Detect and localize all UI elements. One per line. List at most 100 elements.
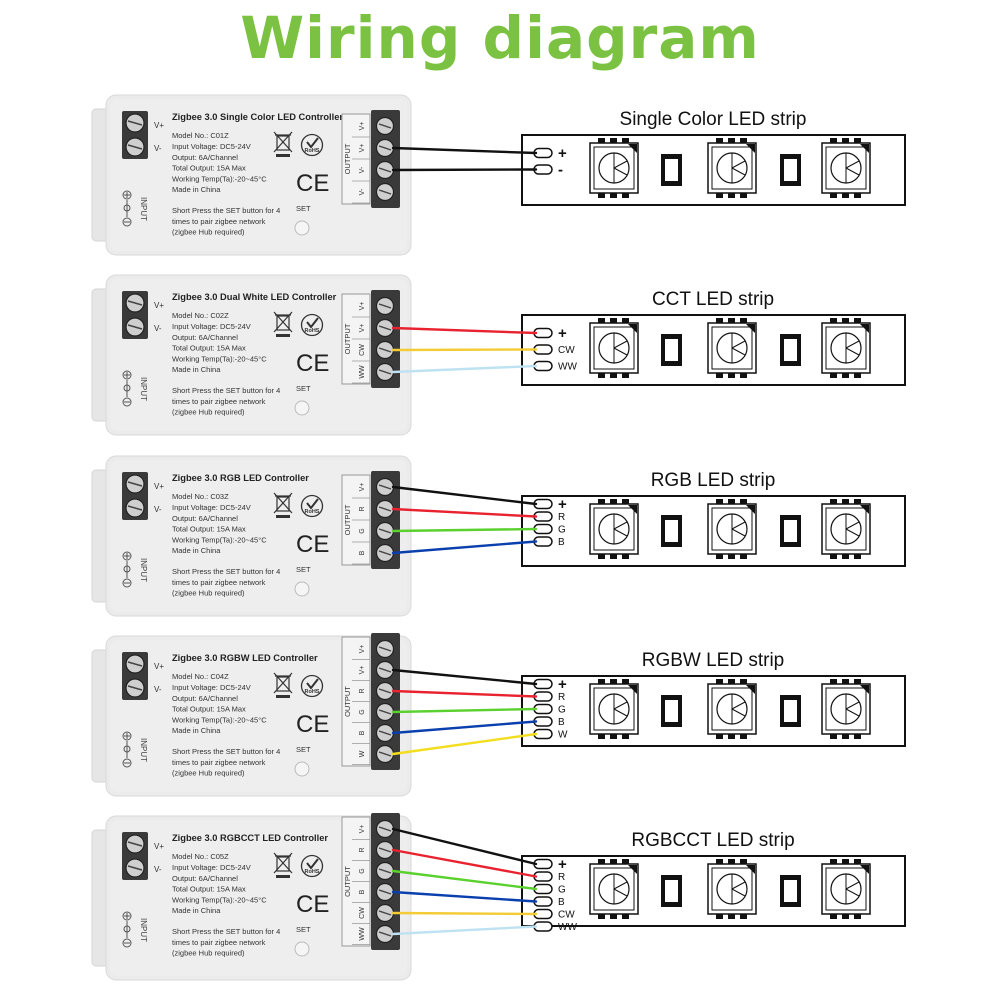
- smd-led-icon: [589, 679, 639, 739]
- instruction-line: Short Press the SET button for 4: [172, 386, 280, 395]
- screw-slot: [378, 931, 392, 937]
- rohs-icon: RoHS: [300, 494, 324, 518]
- resistor-icon: [780, 695, 801, 727]
- set-button[interactable]: [294, 581, 310, 597]
- screw-slot: [378, 369, 392, 375]
- screw-slot: [378, 667, 392, 673]
- output-terminal-block: [371, 290, 400, 388]
- output-terminal-label: V+: [359, 645, 366, 654]
- minus-symbol-icon: [122, 578, 132, 588]
- screw-slot: [127, 505, 143, 511]
- input-vplus-label: V+: [154, 842, 164, 851]
- wire-R: [391, 326, 538, 335]
- wires: [391, 668, 538, 756]
- set-button[interactable]: [294, 220, 310, 236]
- spec-line: Output: 6A/Channel: [172, 153, 238, 162]
- strip-pad-label: WW: [558, 922, 577, 933]
- wire-+: [391, 485, 538, 506]
- spec-line: Working Temp(Ta):-20~45°C: [172, 895, 267, 904]
- rohs-label: RoHS: [305, 509, 320, 515]
- output-terminal-label: G: [359, 528, 366, 533]
- screw-slot: [127, 481, 143, 487]
- output-terminal-label: V+: [359, 324, 366, 333]
- input-vminus-label: V-: [154, 144, 162, 153]
- screw-slot: [378, 167, 392, 173]
- output-terminal-label: WW: [359, 365, 366, 379]
- screw-slot: [378, 730, 392, 736]
- resistor-icon: [661, 334, 682, 366]
- model-number: Model No.: C02Z: [172, 311, 229, 320]
- input-vminus-label: V-: [154, 685, 162, 694]
- set-button[interactable]: [294, 400, 310, 416]
- wire-+: [391, 827, 538, 866]
- smd-led-icon: [821, 499, 871, 559]
- instruction-line: Short Press the SET button for 4: [172, 927, 280, 936]
- weee-bin-icon: [273, 311, 293, 337]
- input-vplus-label: V+: [154, 121, 164, 130]
- output-terminal-label: R: [359, 688, 366, 693]
- resistor-icon: [661, 154, 682, 186]
- strip-pad-label: R: [558, 872, 565, 883]
- spec-line: Total Output: 15A Max: [172, 525, 246, 534]
- screw-slot: [378, 751, 392, 757]
- strip-pad-label: G: [558, 705, 566, 716]
- smd-led-icon: [589, 859, 639, 919]
- input-label: INPUT: [139, 377, 148, 401]
- screw-slot: [127, 120, 143, 126]
- output-terminal-label: WW: [359, 927, 366, 941]
- output-label: OUTPUT: [343, 143, 352, 174]
- controller-face: [110, 820, 407, 976]
- input-label: INPUT: [139, 558, 148, 582]
- strip-pad-label: +: [558, 496, 567, 513]
- screw-slot: [378, 123, 392, 129]
- weee-bin-icon: [273, 131, 293, 157]
- instruction-line: times to pair zigbee network: [172, 938, 266, 947]
- screw-slot: [378, 303, 392, 309]
- set-button[interactable]: [294, 941, 310, 957]
- controller-face: [110, 460, 407, 612]
- resistor-icon: [780, 875, 801, 907]
- input-vminus-label: V-: [154, 505, 162, 514]
- screw-slot: [378, 189, 392, 195]
- smd-led-icon: [707, 499, 757, 559]
- strip-pad-label: B: [558, 537, 565, 548]
- strip-pad-label: W: [558, 730, 568, 741]
- spec-line: Output: 6A/Channel: [172, 874, 238, 883]
- model-number: Model No.: C03Z: [172, 492, 229, 501]
- output-terminal-block: [371, 110, 400, 208]
- weee-bin-icon: [273, 492, 293, 518]
- instruction-line: (zigbee Hub required): [172, 769, 245, 778]
- smd-led-icon: [821, 859, 871, 919]
- input-label: INPUT: [139, 197, 148, 221]
- screw-slot: [378, 709, 392, 715]
- set-button[interactable]: [294, 761, 310, 777]
- spec-line: Output: 6A/Channel: [172, 333, 238, 342]
- strip-pad-label: WW: [558, 362, 577, 373]
- strip-pad-label: +: [558, 145, 567, 162]
- wire-+: [391, 146, 538, 155]
- dc-symbol-icon: [123, 925, 131, 933]
- output-label: OUTPUT: [343, 686, 352, 717]
- dc-symbol-icon: [123, 565, 131, 573]
- screw-slot: [378, 910, 392, 916]
- model-number: Model No.: C05Z: [172, 852, 229, 861]
- plus-symbol-icon: [122, 551, 132, 561]
- ce-mark: CE: [296, 531, 329, 558]
- output-terminal-label: W: [359, 750, 366, 757]
- resistor-icon: [780, 154, 801, 186]
- output-terminal-label: V+: [359, 483, 366, 492]
- output-terminal-block: [371, 471, 400, 569]
- output-label: OUTPUT: [343, 323, 352, 354]
- strip-title: Single Color LED strip: [620, 109, 807, 130]
- strip-pad-label: +: [558, 325, 567, 342]
- ce-mark: CE: [296, 350, 329, 377]
- spec-line: Input Voltage: DC5-24V: [172, 322, 251, 331]
- input-vplus-label: V+: [154, 662, 164, 671]
- output-terminal-label: B: [359, 550, 366, 555]
- rohs-label: RoHS: [305, 328, 320, 334]
- strip-title: RGBW LED strip: [642, 650, 785, 671]
